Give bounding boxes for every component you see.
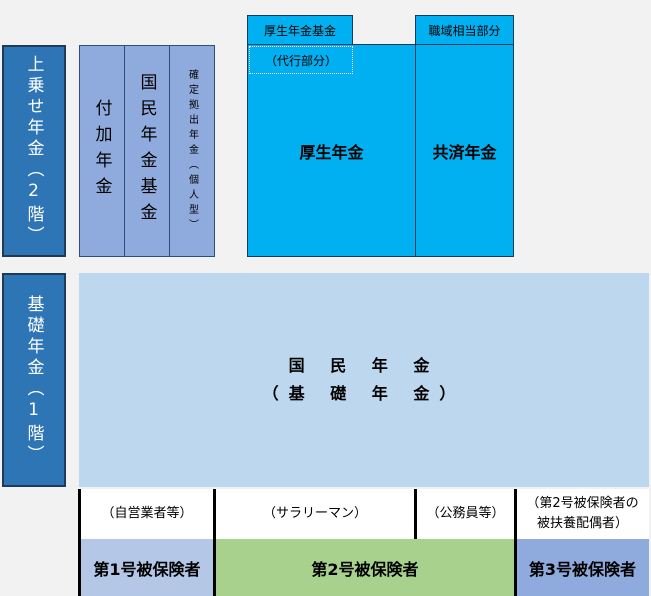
kokumin-nenkin-kikin-block: 国民年金基金: [124, 45, 170, 257]
divider-line: [414, 489, 417, 539]
kakutei-kyoshutsu-block: 確定拠出年金（個人型）: [169, 45, 215, 257]
category-3-description: （第2号被保険者の被扶養配偶者）: [516, 489, 649, 539]
kosei-nenkin-kikin-tab: 厚生年金基金: [247, 15, 353, 45]
category-2-salaryman-description: （サラリーマン）: [215, 489, 415, 539]
upper-tier-label: 上乗せ年金（2階）: [2, 45, 66, 257]
kosei-nenkin-block: 厚生年金: [247, 44, 416, 257]
divider-line: [78, 489, 81, 596]
divider-line: [213, 489, 216, 596]
shokuiki-sotobubun-tab: 職域相当部分: [415, 15, 514, 45]
basic-pension-subtitle: （基 礎 年 金）: [262, 384, 466, 403]
category-2-label: 第2号被保険者: [215, 539, 515, 596]
kyosai-nenkin-block: 共済年金: [415, 44, 514, 257]
category-1-label: 第1号被保険者: [80, 539, 214, 596]
basic-tier-label: 基礎年金（1階）: [2, 273, 66, 487]
category-3-label: 第3号被保険者: [516, 539, 649, 596]
basic-pension-title: 国 民 年 金: [288, 356, 440, 375]
category-1-description: （自営業者等）: [80, 489, 214, 539]
category-2-civil-servant-description: （公務員等）: [416, 489, 515, 539]
divider-line: [514, 489, 517, 596]
daiko-bubun-label: （代行部分）: [249, 46, 353, 74]
fuka-nenkin-block: 付加年金: [79, 45, 125, 257]
kokumin-nenkin-basic-block: 国 民 年 金 （基 礎 年 金）: [79, 273, 649, 487]
